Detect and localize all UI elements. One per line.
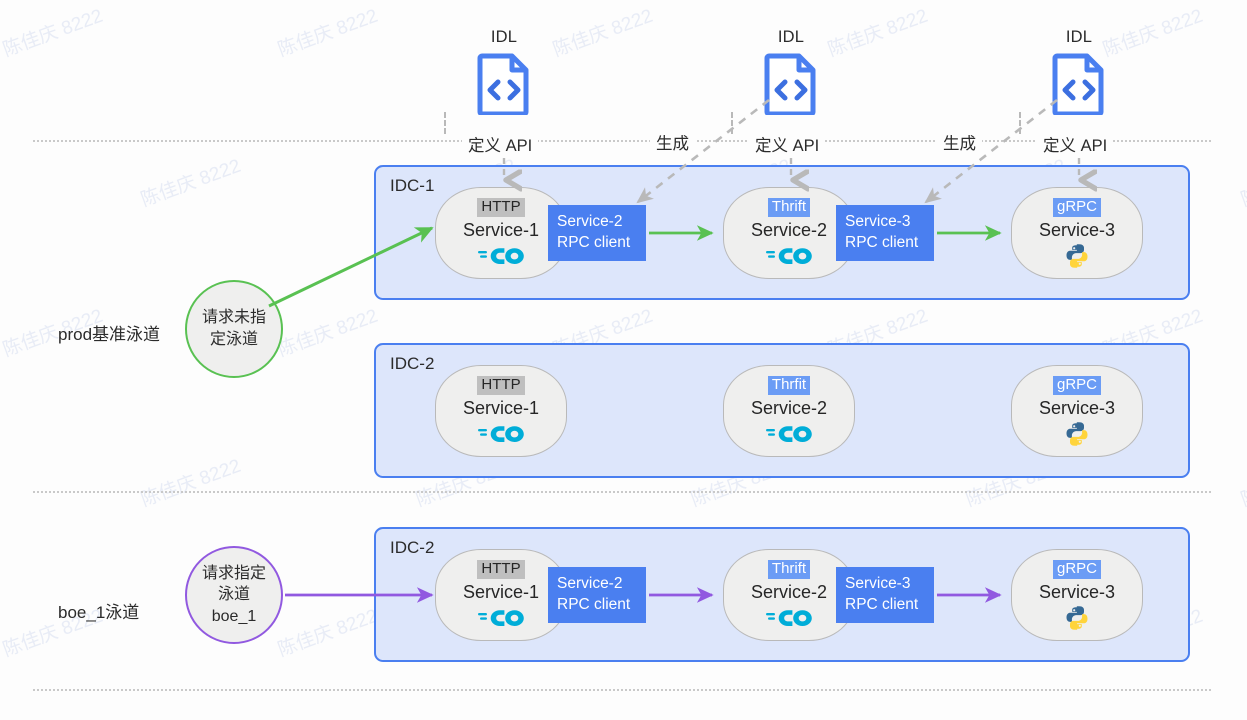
service-node-service-1[interactable]: HTTP Service-1 — [435, 365, 567, 457]
rpc-client-box-service-2[interactable]: Service-2 RPC client — [548, 567, 646, 623]
service-node-service-2[interactable]: Thrfit Service-2 — [723, 365, 855, 457]
request-circle-boe1[interactable]: 请求指定 泳道 boe_1 — [185, 546, 283, 644]
service-name: Service-3 — [1038, 581, 1116, 602]
rpc-client-box-service-3[interactable]: Service-3 RPC client — [836, 205, 934, 261]
request-circle-line-2: 定泳道 — [209, 331, 258, 348]
watermark-text: 陈佳庆 8222 — [550, 5, 656, 62]
python-logo — [1065, 422, 1089, 446]
rpc-client-line-1: Service-3 — [845, 575, 911, 593]
define-api-label-2: 定义 API — [749, 132, 826, 156]
idc-region-label: IDC-2 — [390, 538, 435, 557]
idl-column-1: IDL — [444, 28, 564, 120]
idl-title: IDL — [777, 28, 805, 46]
rpc-client-line-1: Service-2 — [557, 213, 623, 231]
service-name: Service-3 — [1038, 219, 1116, 240]
service-name: Service-1 — [462, 219, 540, 240]
protocol-badge: Thrift — [767, 560, 811, 579]
service-name: Service-3 — [1038, 397, 1116, 418]
service-node-service-3[interactable]: gRPC Service-3 — [1011, 365, 1143, 457]
generate-label-1: 生成 — [650, 130, 695, 154]
request-circle-baseline[interactable]: 请求未指 定泳道 — [185, 280, 283, 378]
watermark-text: 陈佳庆 8222 — [0, 5, 106, 62]
lane-separator-top — [33, 140, 1211, 142]
go-logo — [766, 606, 812, 630]
lane-label-boe1: boe_1泳道 — [58, 603, 140, 622]
rpc-client-line-1: Service-2 — [557, 575, 623, 593]
rpc-client-line-2: RPC client — [845, 234, 919, 251]
go-logo — [766, 244, 812, 268]
idc-region-label: IDC-2 — [390, 354, 435, 373]
protocol-badge: Thrift — [767, 198, 811, 217]
protocol-badge: gRPC — [1052, 198, 1101, 217]
protocol-badge: gRPC — [1052, 560, 1101, 579]
watermark-text: 陈佳庆 8222 — [138, 455, 244, 512]
watermark-text: 陈佳庆 8222 — [275, 5, 381, 62]
go-logo — [478, 244, 524, 268]
protocol-badge: gRPC — [1052, 376, 1101, 395]
service-name: Service-1 — [462, 397, 540, 418]
service-name: Service-2 — [750, 219, 828, 240]
generate-label-2: 生成 — [937, 130, 982, 154]
rpc-client-line-2: RPC client — [845, 596, 919, 613]
python-logo — [1065, 244, 1089, 268]
service-node-service-1[interactable]: HTTP Service-1 — [435, 549, 567, 641]
idl-document-code-icon — [477, 53, 531, 120]
service-node-service-3[interactable]: gRPC Service-3 — [1011, 549, 1143, 641]
service-name: Service-2 — [750, 397, 828, 418]
service-node-service-2[interactable]: Thrift Service-2 — [723, 187, 855, 279]
watermark-text: 陈佳庆 8222 — [275, 605, 381, 662]
protocol-badge: HTTP — [477, 560, 525, 579]
service-node-service-2[interactable]: Thrift Service-2 — [723, 549, 855, 641]
idl-document-code-icon — [764, 53, 818, 120]
idl-dashed-drop-1 — [444, 112, 446, 134]
idl-title: IDL — [1065, 28, 1093, 46]
idl-document-code-icon — [1052, 53, 1106, 120]
request-circle-line-3: boe_1 — [211, 607, 257, 625]
go-logo — [766, 422, 812, 446]
rpc-client-line-2: RPC client — [557, 234, 631, 251]
service-name: Service-1 — [462, 581, 540, 602]
watermark-text: 陈佳庆 8222 — [1238, 156, 1247, 212]
watermark-text: 陈佳庆 8222 — [138, 155, 244, 212]
request-circle-line-1: 请求未指 — [201, 309, 266, 327]
rpc-client-box-service-3[interactable]: Service-3 RPC client — [836, 567, 934, 623]
go-logo — [478, 606, 524, 630]
service-node-service-1[interactable]: HTTP Service-1 — [435, 187, 567, 279]
idc-region-label: IDC-1 — [390, 176, 435, 195]
request-circle-line-2: 泳道 — [217, 586, 250, 604]
service-name: Service-2 — [750, 581, 828, 602]
rpc-client-line-1: Service-3 — [845, 213, 911, 231]
watermark-text: 陈佳庆 8222 — [1238, 456, 1247, 512]
idl-title: IDL — [490, 28, 518, 46]
protocol-badge: HTTP — [477, 376, 525, 395]
rpc-client-box-service-2[interactable]: Service-2 RPC client — [548, 205, 646, 261]
request-circle-line-1: 请求指定 — [201, 564, 266, 582]
protocol-badge: Thrfit — [767, 376, 811, 395]
rpc-client-line-2: RPC client — [557, 596, 631, 613]
lane-separator-bottom — [33, 689, 1211, 691]
watermark-text: 陈佳庆 8222 — [275, 305, 381, 362]
lane-separator-middle — [33, 491, 1211, 493]
python-logo — [1065, 606, 1089, 630]
define-api-label-3: 定义 API — [1037, 132, 1114, 156]
service-node-service-3[interactable]: gRPC Service-3 — [1011, 187, 1143, 279]
idl-column-2: IDL — [731, 28, 851, 120]
protocol-badge: HTTP — [477, 198, 525, 217]
idl-column-3: IDL — [1019, 28, 1139, 120]
go-logo — [478, 422, 524, 446]
lane-label-prod: prod基准泳道 — [58, 325, 161, 344]
define-api-label-1: 定义 API — [462, 132, 539, 156]
